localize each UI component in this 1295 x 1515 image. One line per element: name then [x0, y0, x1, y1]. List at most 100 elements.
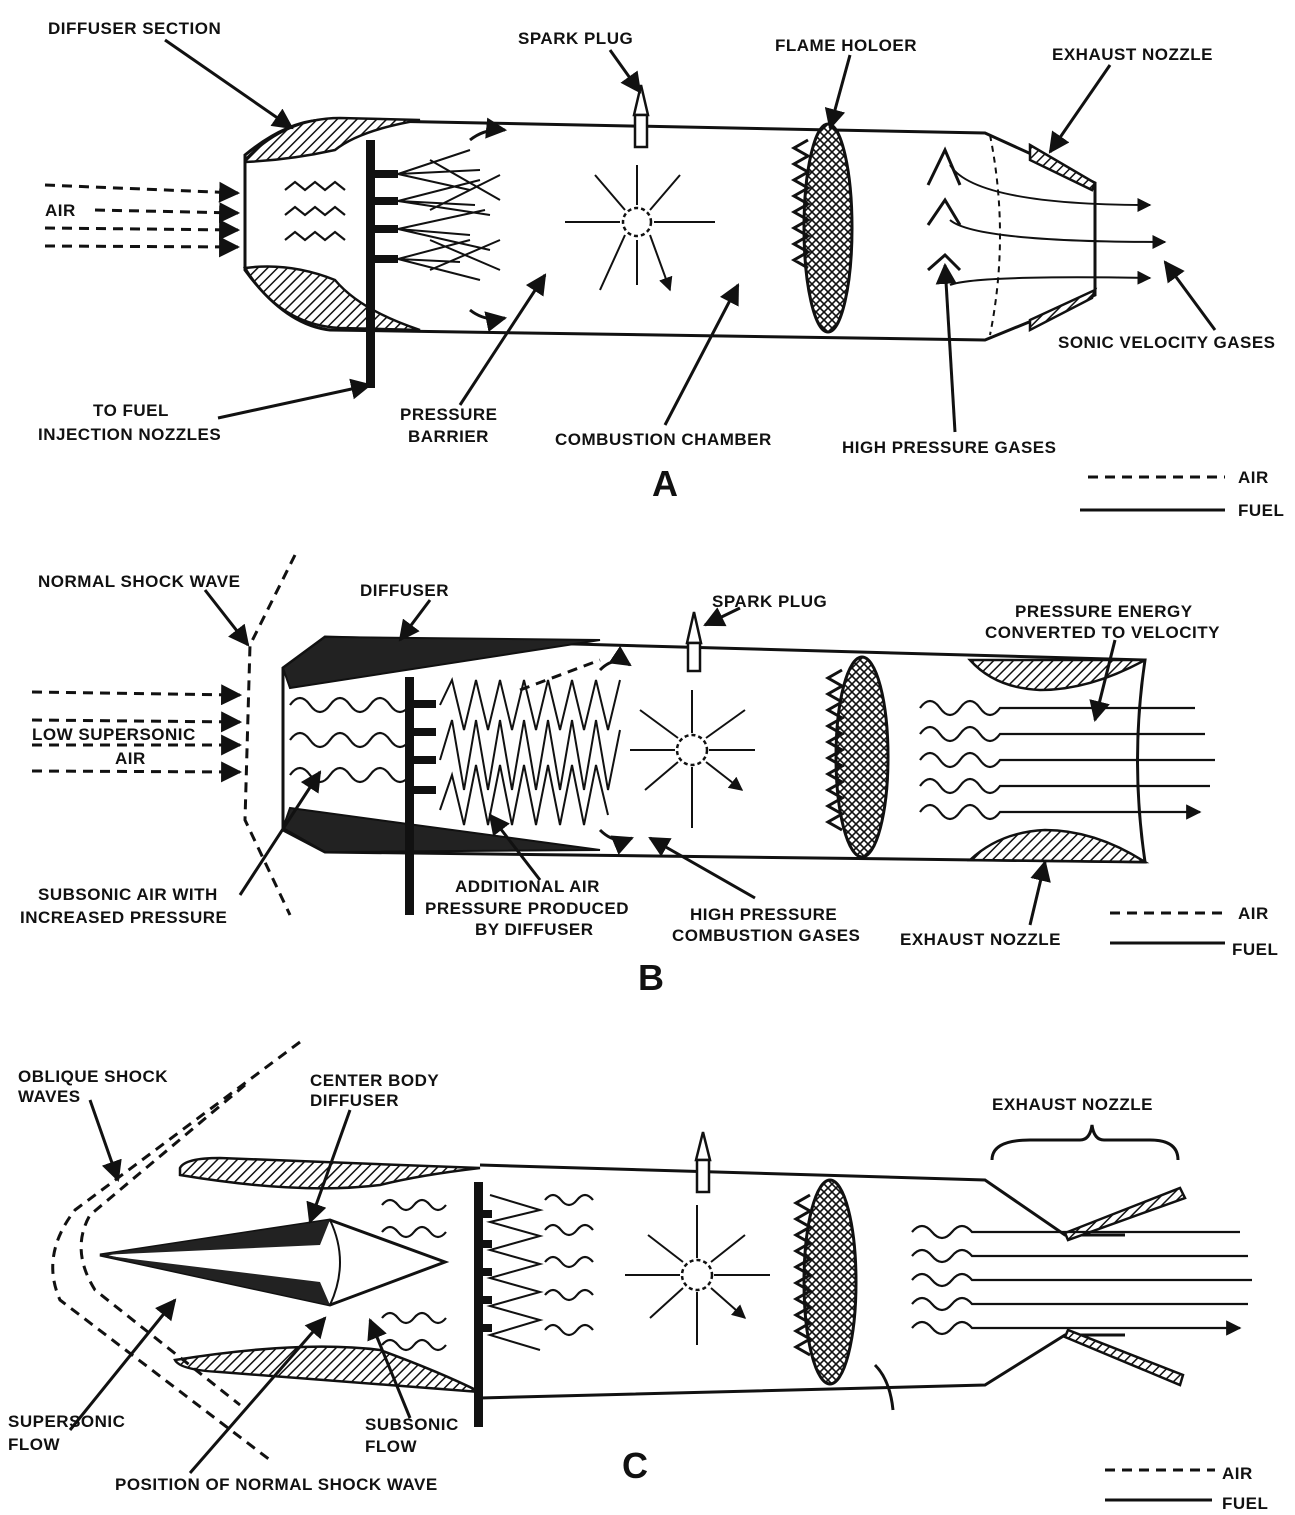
label-low-supersonic-2: AIR — [115, 749, 146, 768]
combustion-arrows-a — [565, 165, 715, 290]
fuel-nozzle-a — [372, 197, 398, 205]
label-diffuser-section: DIFFUSER SECTION — [48, 19, 221, 38]
exhaust-nozzle-b-bottom — [970, 830, 1145, 862]
air-flow-arrow-a — [45, 185, 238, 193]
label-high-pressure-b-2: COMBUSTION GASES — [672, 926, 860, 945]
air-flow-arrow-a — [45, 246, 238, 247]
exhaust-nozzle-a-top — [1030, 145, 1095, 190]
leader-sonic-velocity — [1165, 262, 1215, 330]
label-oblique-2: WAVES — [18, 1087, 81, 1106]
label-sonic-velocity-gases: SONIC VELOCITY GASES — [1058, 333, 1276, 352]
label-pressure-energy-1: PRESSURE ENERGY — [1015, 602, 1193, 621]
label-additional-air-2: PRESSURE PRODUCED — [425, 899, 629, 918]
diffuser-a-bottom — [245, 267, 420, 331]
label-additional-air-3: BY DIFFUSER — [475, 920, 594, 939]
label-spark-plug-a: SPARK PLUG — [518, 29, 633, 48]
leader-exhaust-nozzle-b — [1030, 862, 1045, 925]
diagram-b: NORMAL SHOCK WAVE DIFFUSER SPARK PLUG PR… — [20, 555, 1278, 998]
flame-holder-a — [804, 124, 852, 332]
leader-fuel-injection — [218, 385, 370, 418]
label-pressure-barrier-2: BARRIER — [408, 427, 489, 446]
fuel-nozzle-b — [410, 700, 436, 708]
spark-plug-a — [634, 85, 648, 115]
leader-normal-shock-position — [190, 1318, 325, 1473]
spark-plug-c — [696, 1132, 710, 1160]
label-to-fuel-2: INJECTION NOZZLES — [38, 425, 221, 444]
diagram-c: OBLIQUE SHOCK WAVES CENTER BODY DIFFUSER… — [8, 1042, 1268, 1513]
label-supersonic-2: FLOW — [8, 1435, 60, 1454]
label-high-pressure-gases: HIGH PRESSURE GASES — [842, 438, 1057, 457]
label-high-pressure-b-1: HIGH PRESSURE — [690, 905, 837, 924]
label-normal-shock-wave: NORMAL SHOCK WAVE — [38, 572, 240, 591]
label-subsonic-2: FLOW — [365, 1437, 417, 1456]
diffuser-b-bottom — [283, 808, 600, 852]
label-additional-air-1: ADDITIONAL AIR — [455, 877, 600, 896]
exhaust-flow-b — [920, 701, 1215, 819]
flame-holder-b — [836, 657, 888, 857]
fuel-nozzle-b — [410, 728, 436, 736]
spark-plug-b-body — [688, 643, 700, 671]
label-supersonic-1: SUPERSONIC — [8, 1412, 125, 1431]
leader-oblique-shock — [90, 1100, 118, 1180]
diffuser-b-top — [283, 637, 600, 688]
leader-diffuser-b — [400, 600, 430, 640]
air-flow-arrow-b — [32, 720, 240, 722]
label-position-normal-shock: POSITION OF NORMAL SHOCK WAVE — [115, 1475, 438, 1494]
legend-fuel-b: FUEL — [1232, 940, 1278, 959]
ignition-burst-b — [677, 735, 707, 765]
pressure-arrow-b — [600, 661, 630, 670]
fuel-nozzle-a — [372, 170, 398, 178]
ignition-burst-a — [623, 208, 651, 236]
fuel-nozzle-a — [372, 225, 398, 233]
label-subsonic-air-1: SUBSONIC AIR WITH — [38, 885, 218, 904]
diffuser-a-top — [245, 118, 420, 162]
leader-high-pressure-b — [650, 838, 755, 898]
label-center-body-2: DIFFUSER — [310, 1091, 399, 1110]
air-flow-arrow-a — [95, 210, 238, 213]
air-flow-arrow-b — [32, 692, 240, 695]
label-exhaust-nozzle-c: EXHAUST NOZZLE — [992, 1095, 1153, 1114]
fuel-injection-bar-c — [474, 1182, 483, 1427]
exhaust-nozzle-brace — [992, 1125, 1178, 1160]
diagram-a: DIFFUSER SECTION SPARK PLUG FLAME HOLOER… — [38, 19, 1284, 520]
leader-spark-plug-a — [610, 50, 640, 92]
legend-air-c: AIR — [1222, 1464, 1253, 1483]
leader-flame-holder — [830, 55, 850, 128]
dashed-backflow-b — [520, 660, 600, 690]
legend-air-a: AIR — [1238, 468, 1269, 487]
diagram-letter-b: B — [638, 957, 664, 998]
high-pressure-chevrons-a — [928, 150, 960, 270]
label-combustion-chamber: COMBUSTION CHAMBER — [555, 430, 772, 449]
fuel-injection-bar-b — [405, 677, 414, 915]
air-flow-arrow-b — [32, 771, 240, 772]
label-exhaust-nozzle-b: EXHAUST NOZZLE — [900, 930, 1061, 949]
leader-pressure-barrier — [460, 275, 545, 405]
leader-normal-shock — [205, 590, 248, 645]
turbulent-air-a — [285, 182, 345, 240]
cowl-c-bottom — [175, 1347, 480, 1392]
air-flow-arrow-a — [45, 228, 238, 230]
label-pressure-barrier-1: PRESSURE — [400, 405, 498, 424]
pressure-barrier-arrow-a — [470, 310, 505, 319]
leader-diffuser-section — [165, 40, 292, 128]
diagram-letter-a: A — [652, 463, 678, 504]
exhaust-flap-c-bottom — [1065, 1330, 1183, 1385]
diagram-letter-c: C — [622, 1445, 648, 1486]
exhaust-arrow-a — [950, 277, 1150, 285]
label-exhaust-nozzle-a: EXHAUST NOZZLE — [1052, 45, 1213, 64]
spark-plug-b — [687, 612, 701, 643]
ignition-burst-c — [682, 1260, 712, 1290]
label-flame-holder: FLAME HOLOER — [775, 36, 917, 55]
legend-fuel-a: FUEL — [1238, 501, 1284, 520]
fuel-nozzle-a — [372, 255, 398, 263]
pressure-arrow-b — [600, 830, 632, 840]
spark-plug-a-body — [635, 115, 647, 147]
exhaust-arrow-a — [950, 220, 1165, 242]
label-subsonic-air-2: INCREASED PRESSURE — [20, 908, 227, 927]
combustion-arrows-b — [630, 690, 755, 828]
label-subsonic-1: SUBSONIC — [365, 1415, 459, 1434]
legend-fuel-c: FUEL — [1222, 1494, 1268, 1513]
subsonic-air-b — [290, 698, 410, 782]
label-center-body-1: CENTER BODY — [310, 1071, 439, 1090]
